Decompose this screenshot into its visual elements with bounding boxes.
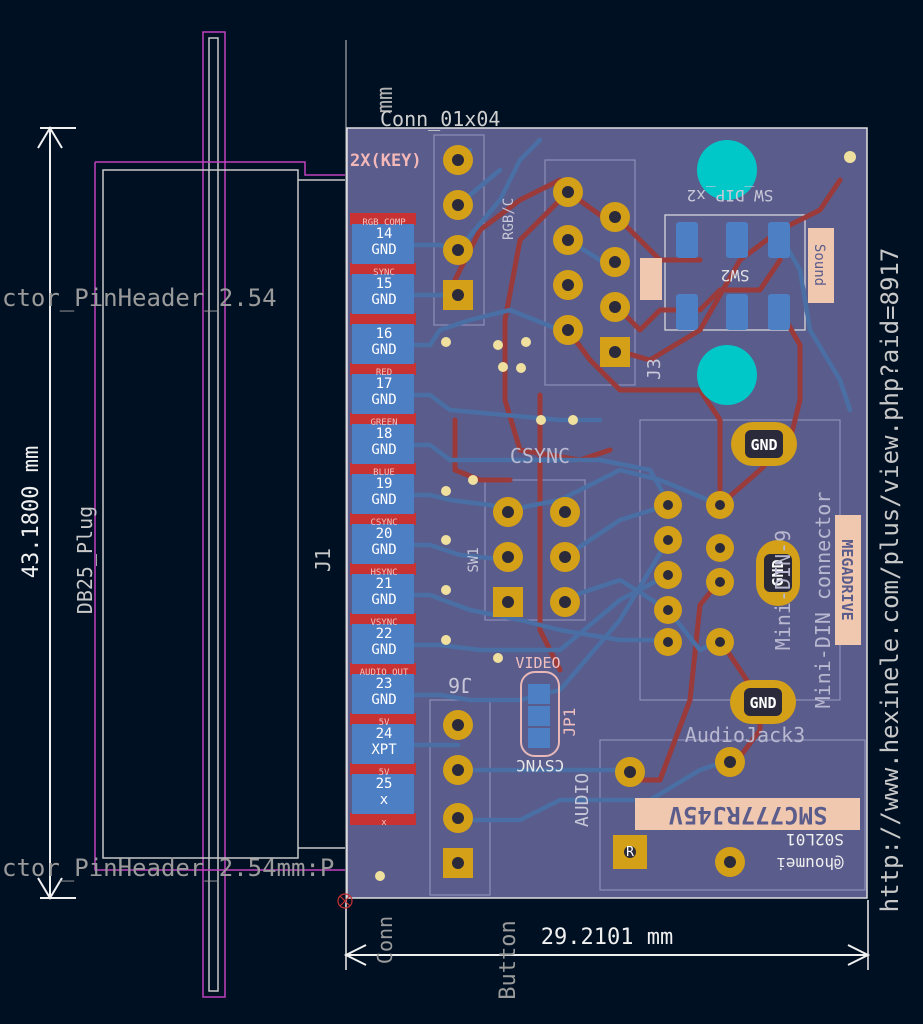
- gnd-pad-2[interactable]: GND: [756, 540, 800, 606]
- audio-label: AUDIO: [572, 773, 593, 827]
- dimension-height-label: 43.1800 mm: [19, 446, 44, 578]
- pin-name: GND: [371, 492, 396, 508]
- csync-bottom-label: CSYNC: [516, 756, 564, 775]
- pin-name: GND: [371, 292, 396, 308]
- pin-num: 21: [376, 576, 393, 592]
- pin-name: GND: [371, 692, 396, 708]
- sw2-dip-switch[interactable]: [676, 222, 790, 330]
- pin-sig: SYNC: [373, 268, 395, 278]
- gnd-pad-3[interactable]: GND: [730, 680, 796, 724]
- j1-label: J1: [311, 548, 335, 572]
- pin-name: x: [380, 792, 388, 808]
- top-mm-label: mm: [373, 87, 398, 114]
- dimension-width-label: 29.2101 mm: [541, 925, 673, 950]
- rgb-label: RGB/C: [501, 198, 517, 240]
- j6-label: J6: [448, 673, 472, 697]
- pin-name: GND: [371, 342, 396, 358]
- db25-edge-pads: [350, 213, 416, 825]
- r-pad-label: R: [626, 845, 634, 860]
- megadrive-label-box: MEGADRIVE: [835, 515, 861, 645]
- pin-num: 22: [376, 626, 393, 642]
- pin-num: 25: [376, 776, 393, 792]
- sw1-pads: [493, 497, 580, 617]
- pin-name: GND: [371, 542, 396, 558]
- pin-name: GND: [371, 442, 396, 458]
- pin-sig: RED: [376, 368, 392, 378]
- pin-name: XPT: [371, 742, 397, 758]
- url-label: http://www.hexinele.com/plus/view.php?ai…: [876, 248, 904, 913]
- audiojack-label: AudioJack3: [685, 723, 805, 747]
- audio-jack-pads: [613, 747, 745, 877]
- mini-din9-label: Mini-DIN-9: [771, 530, 795, 650]
- model-label-box: SMC777RJ45V: [635, 798, 860, 830]
- pin-sig: x: [381, 818, 387, 828]
- pin-name: GND: [371, 592, 396, 608]
- sound-label: Sound: [811, 244, 827, 286]
- pin-num: 15: [376, 276, 393, 292]
- dimension-height[interactable]: [37, 126, 76, 900]
- pin-num: 17: [376, 376, 393, 392]
- conn-01x04-label: Conn_01x04: [380, 107, 500, 131]
- svg-text:GND: GND: [750, 436, 777, 454]
- pin-sig: VSYNC: [370, 618, 397, 628]
- mini-din-label: Mini-DIN connector: [811, 492, 835, 709]
- pin-sig: HSYNC: [370, 568, 397, 578]
- j3-pads: [553, 177, 630, 367]
- pinheader-label-top: ctor_PinHeader_2.54: [2, 284, 277, 312]
- video-label: VIDEO: [515, 654, 560, 672]
- conn-01x04-pads: [443, 145, 473, 310]
- pin-num: 16: [376, 326, 393, 342]
- pinheader-label-bottom: ctor_PinHeader_2.54mm:P: [2, 854, 334, 882]
- csync-top-label: CSYNC: [510, 444, 570, 468]
- pin-name: GND: [371, 242, 396, 258]
- db25-footprint[interactable]: [94, 31, 347, 998]
- pin-num: 18: [376, 426, 393, 442]
- zx-key-label: 2X(KEY): [350, 151, 422, 171]
- pin-num: 14: [376, 226, 393, 242]
- origin-marker: [337, 893, 353, 909]
- pin-sig: AUDIO OUT: [360, 668, 409, 678]
- megadrive-label: MEGADRIVE: [838, 539, 856, 620]
- mini-din-pads: [654, 491, 734, 656]
- dimension-width[interactable]: [343, 900, 871, 970]
- j6-pads: [443, 710, 473, 878]
- pin-num: 23: [376, 676, 393, 692]
- j3-label: J3: [644, 358, 665, 380]
- sw-dip-label: SW_DIP_x2: [687, 186, 774, 205]
- sw1-label: SW1: [466, 547, 482, 572]
- pin-num: 19: [376, 476, 393, 492]
- sound-label-box: Sound: [808, 228, 834, 303]
- db25-label: DB25_Plug: [73, 506, 97, 614]
- model-label: SMC777RJ45V: [669, 801, 828, 829]
- pin-sig: BLUE: [373, 468, 395, 478]
- conn-bottom-label: Conn: [373, 916, 397, 964]
- gnd-small-box: [640, 258, 662, 300]
- jp1-jumper[interactable]: [520, 671, 560, 757]
- jp1-label: JP1: [560, 708, 579, 737]
- pin-sig: RGB COMP: [362, 218, 406, 228]
- pin-name: GND: [371, 392, 396, 408]
- pin-sig: GREEN: [370, 418, 397, 428]
- mounting-hole-top: [697, 140, 757, 200]
- pin-sig: 5V: [379, 718, 390, 728]
- author-label: @houmei: [776, 854, 843, 873]
- vias: [375, 337, 578, 881]
- pin-num: 20: [376, 526, 393, 542]
- pin-sig: 5V: [379, 768, 390, 778]
- via: [844, 151, 856, 163]
- sw2-label: SW2: [721, 266, 750, 285]
- svg-text:GND: GND: [749, 694, 776, 712]
- pin-sig: CSYNC: [370, 518, 397, 528]
- mounting-hole-bottom: [697, 345, 757, 405]
- pin-num: 24: [376, 726, 393, 742]
- db25-pin-labels: 14 GND RGB COMP 15 GND SYNC 16 GND RED 1…: [360, 218, 409, 828]
- gnd-pad-1[interactable]: GND: [731, 422, 797, 466]
- svg-text:GND: GND: [769, 559, 787, 586]
- rev-label: S02L01: [786, 830, 844, 849]
- button-label: Button: [496, 920, 521, 999]
- pin-name: GND: [371, 642, 396, 658]
